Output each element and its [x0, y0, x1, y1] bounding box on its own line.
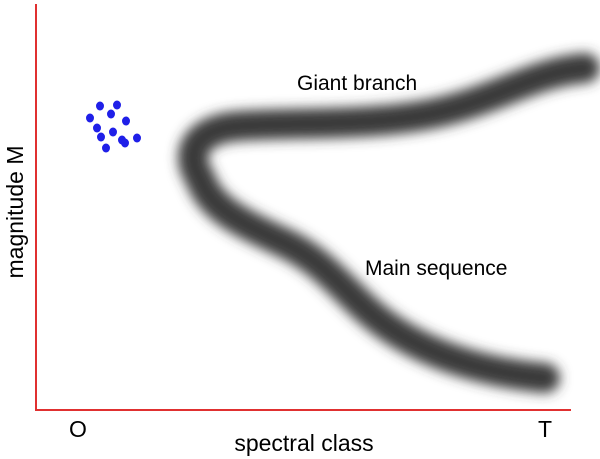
star-dot-cluster	[86, 100, 141, 153]
giant-branch-band	[178, 53, 600, 193]
star-dot	[121, 138, 129, 148]
star-dot	[97, 132, 105, 142]
giant-branch-label: Giant branch	[297, 72, 417, 95]
main-sequence-band	[185, 163, 560, 393]
star-dot	[113, 100, 121, 110]
x-axis-end-label: T	[538, 416, 552, 442]
star-dot	[107, 109, 115, 119]
x-axis-start-label: O	[69, 416, 87, 442]
star-dot	[93, 123, 101, 133]
star-dot	[102, 143, 110, 153]
y-axis-title: magnitude M	[2, 146, 28, 279]
star-dot	[109, 127, 117, 137]
star-dot	[133, 133, 141, 143]
stellar-band	[178, 53, 600, 393]
x-axis-title: spectral class	[234, 430, 373, 456]
star-dot	[86, 113, 94, 123]
star-dot	[122, 116, 130, 126]
main-sequence-label: Main sequence	[365, 257, 507, 280]
star-dot	[96, 101, 104, 111]
